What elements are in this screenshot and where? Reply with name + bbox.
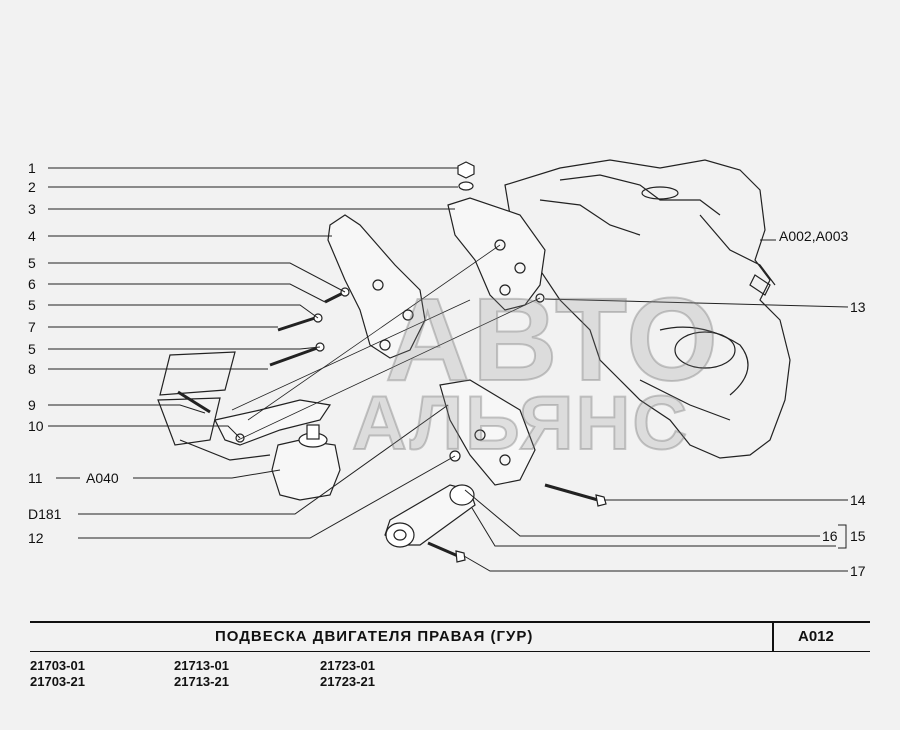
bracket-lower — [439, 379, 536, 486]
page-code: A012 — [798, 628, 834, 645]
bracket-10 — [214, 399, 332, 446]
callout-4: 4 — [28, 228, 36, 244]
callout-7: 7 — [28, 319, 36, 335]
bolt-7 — [277, 316, 316, 332]
bolt-9 — [177, 390, 211, 414]
title-divider — [772, 623, 774, 651]
nut-13 — [535, 293, 545, 303]
callout-8: 8 — [28, 361, 36, 377]
model-21703-01: 21703-01 — [30, 658, 85, 673]
model-21713-21: 21713-21 — [174, 674, 229, 689]
callout-5b: 5 — [28, 297, 36, 313]
model-21713-01: 21713-01 — [174, 658, 229, 673]
watermark-line1: АВТО — [384, 273, 720, 407]
model-col-3: 21723-01 21723-21 — [320, 658, 375, 690]
callout-14: 14 — [850, 492, 866, 508]
title-bar: ПОДВЕСКА ДВИГАТЕЛЯ ПРАВАЯ (ГУР) A012 — [30, 621, 870, 652]
callout-2: 2 — [28, 179, 36, 195]
callout-5c: 5 — [28, 341, 36, 357]
callout-10: 10 — [28, 418, 44, 434]
model-21723-21: 21723-21 — [320, 674, 375, 689]
bolt-8 — [269, 345, 321, 367]
engine-outline — [504, 159, 791, 459]
page-title: ПОДВЕСКА ДВИГАТЕЛЯ ПРАВАЯ (ГУР) — [215, 628, 534, 645]
mount-11 — [271, 439, 341, 501]
callout-3: 3 — [28, 201, 36, 217]
callout-6: 6 — [28, 276, 36, 292]
callout-9: 9 — [28, 397, 36, 413]
callout-15: 15 — [850, 528, 866, 544]
bracket-4 — [327, 214, 426, 359]
callout-16: 16 — [822, 528, 838, 544]
watermark-line2: АЛЬЯНС — [351, 380, 690, 467]
filler-cap — [641, 186, 679, 200]
model-21723-01: 21723-01 — [320, 658, 375, 673]
model-col-1: 21703-01 21703-21 — [30, 658, 85, 690]
bolt-17 — [427, 541, 459, 558]
ref-a040: A040 — [86, 470, 119, 486]
callout-11: 11 — [28, 470, 43, 486]
model-col-2: 21713-01 21713-21 — [174, 658, 229, 690]
model-21703-21: 21703-21 — [30, 674, 85, 689]
callout-d181: D181 — [28, 506, 62, 522]
callout-12: 12 — [28, 530, 44, 546]
callout-13: 13 — [850, 299, 866, 315]
nut-1 — [457, 161, 475, 179]
callout-5a: 5 — [28, 255, 36, 271]
callout-17: 17 — [850, 563, 866, 579]
washer-2 — [458, 181, 474, 191]
bolt-14 — [544, 483, 599, 502]
callout-1: 1 — [28, 160, 36, 176]
ref-a002-a003: A002,A003 — [779, 228, 849, 244]
